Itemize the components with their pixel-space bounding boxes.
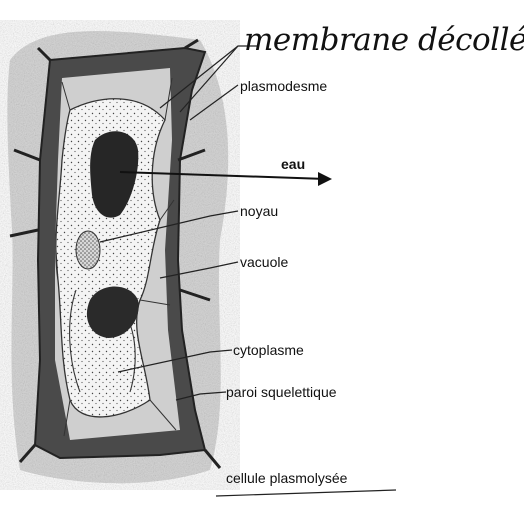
diagram-caption: cellule plasmolysée — [226, 470, 347, 486]
label-vacuole: vacuole — [240, 254, 288, 270]
label-noyau: noyau — [240, 203, 278, 219]
label-paroi-squelettique: paroi squelettique — [226, 384, 337, 400]
label-eau: eau — [281, 156, 305, 172]
label-membrane: membrane décollée — [244, 22, 524, 58]
label-cytoplasme: cytoplasme — [233, 342, 304, 358]
label-plasmodesme: plasmodesme — [240, 78, 327, 94]
